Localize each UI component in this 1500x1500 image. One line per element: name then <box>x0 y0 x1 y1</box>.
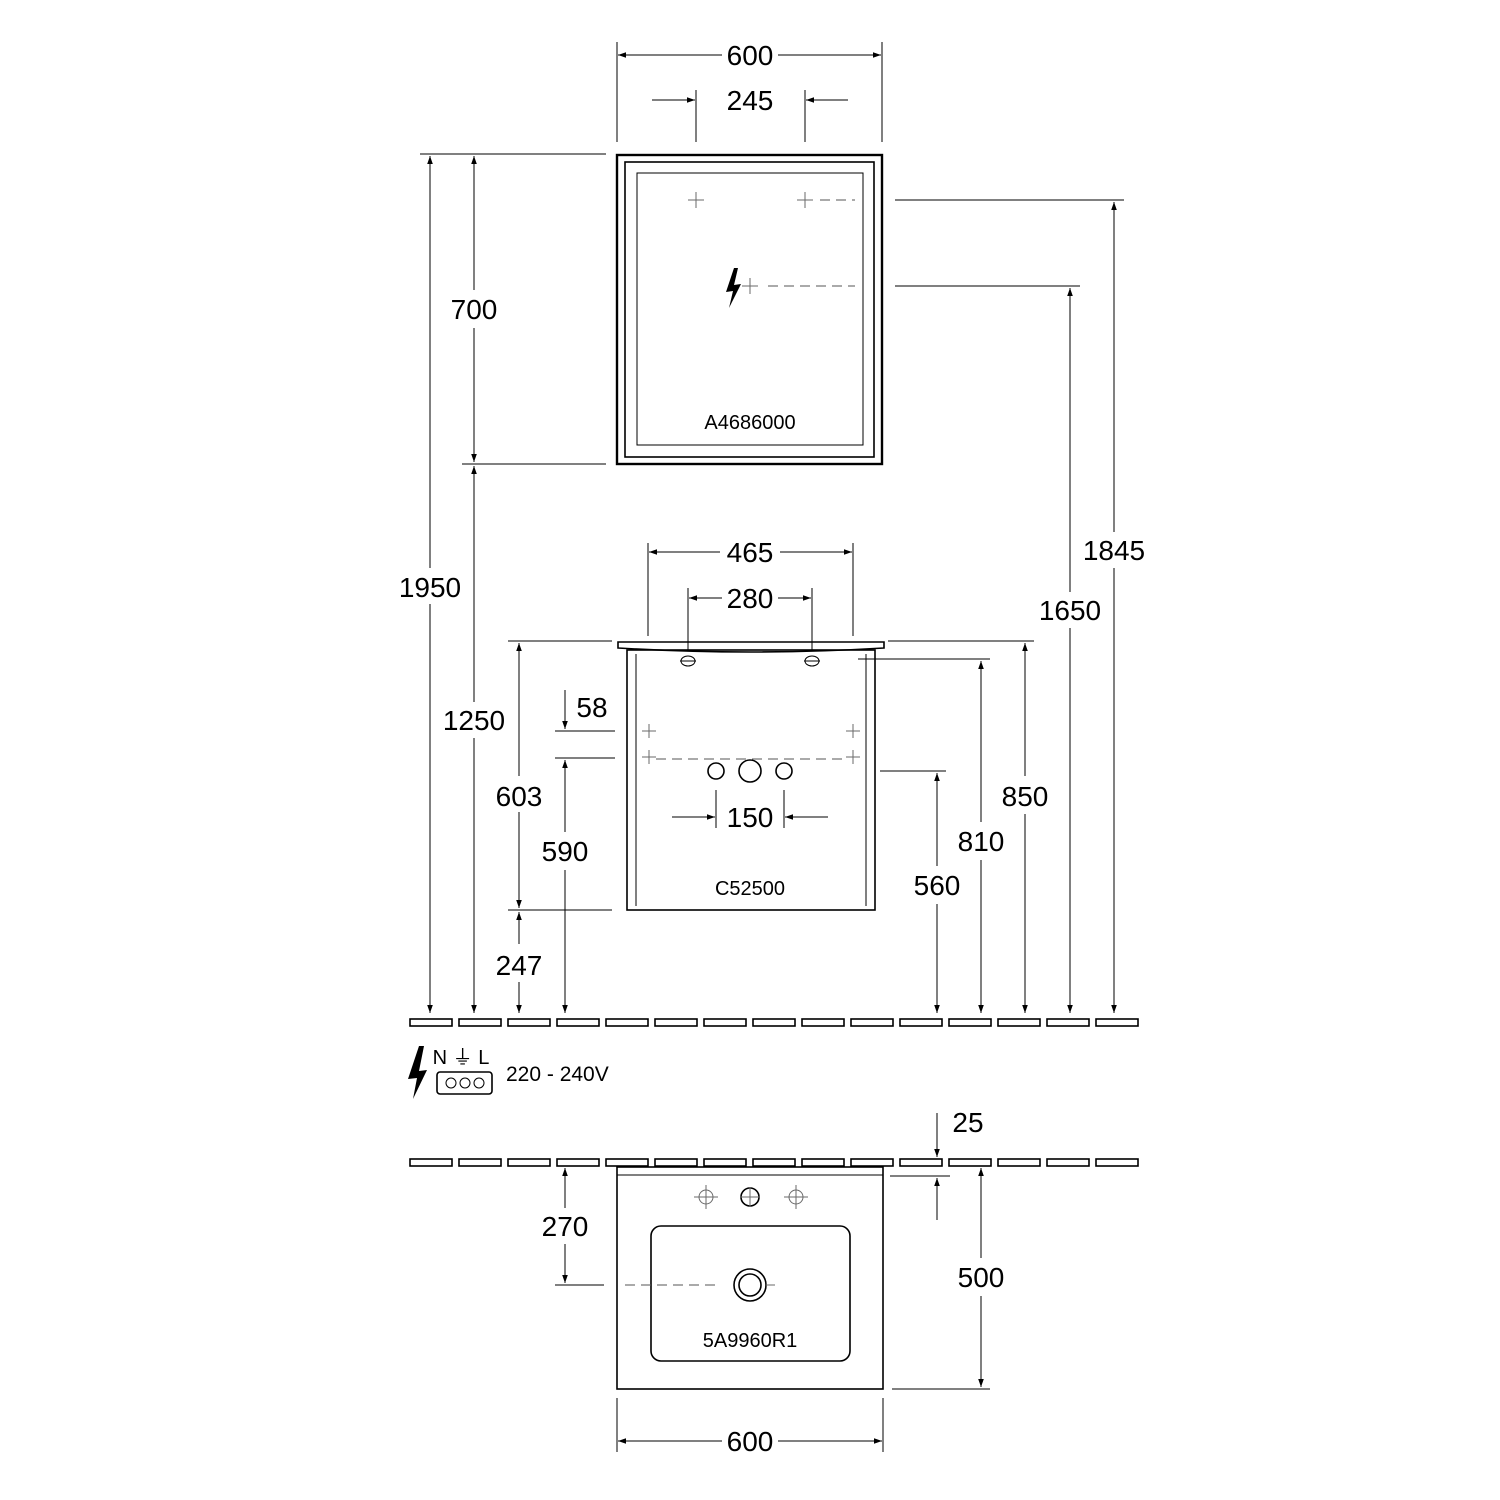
cabinet-width-dim: 465 <box>647 537 854 636</box>
dim-mirror-bottom: 1250 <box>443 705 505 736</box>
dim-basin-width: 600 <box>727 1426 774 1457</box>
terminal-labels: N ⏚ L <box>433 1047 490 1069</box>
mirror-elevation: A4686000 <box>615 153 884 466</box>
mirror-bottom-dim: 1250 <box>443 466 505 1013</box>
dim-mirror-mount-spacing: 245 <box>727 85 774 116</box>
electrical-connection: N ⏚ L 220 - 240V <box>408 1046 609 1099</box>
floor-line <box>409 1018 1139 1027</box>
mirror-frame-mid <box>624 161 875 458</box>
cabinet-fixing-left-icon <box>680 655 696 667</box>
mirror-height-dim: 700 <box>451 156 498 462</box>
terminal-block-icon <box>436 1071 493 1095</box>
basin-bowl <box>650 1225 851 1362</box>
tap-hole-right-icon <box>775 762 793 780</box>
cabinet-mount-spacing-dim: 280 <box>687 583 813 650</box>
dim-plinth-height: 247 <box>496 950 543 981</box>
dim-basin-depth: 500 <box>958 1262 1005 1293</box>
plinth-height-dim: 247 <box>496 912 543 1013</box>
cabinet-fixing-right-icon <box>804 655 820 667</box>
dim-cabinet-height: 603 <box>496 781 543 812</box>
basin-plan: 5A9960R1 <box>616 1166 884 1390</box>
cabinet-elevation: C52500 <box>617 641 885 911</box>
dim-drain-depth: 270 <box>542 1211 589 1242</box>
dim-cabinet-width: 465 <box>727 537 774 568</box>
mount-point-right-icon <box>797 192 813 208</box>
dim-drain-height-left: 590 <box>542 836 589 867</box>
tap-hole-right-plan-icon <box>784 1185 808 1209</box>
wall-gap-dim: 25 <box>890 1107 984 1220</box>
top-offset-dim: 58 <box>562 690 608 729</box>
tap-spacing-dim: 150 <box>672 790 828 833</box>
outlet-point-icon <box>742 278 758 294</box>
cabinet-model-label: C52500 <box>715 878 785 900</box>
tap-hole-center-icon <box>738 759 762 783</box>
voltage-label: 220 - 240V <box>506 1063 609 1086</box>
dim-mirror-mount-upper: 1845 <box>1083 535 1145 566</box>
dim-mirror-height: 700 <box>451 294 498 325</box>
drain-icon <box>733 1268 767 1302</box>
mirror-mount-upper-dim: 1845 <box>1083 202 1145 1013</box>
basin-outline <box>616 1166 884 1390</box>
mirror-outlet-dim: 1650 <box>1039 288 1101 1013</box>
basin-top-height-dim: 850 <box>1002 643 1049 1013</box>
mirror-model-label: A4686000 <box>704 412 795 434</box>
cabinet-body <box>626 649 876 911</box>
dim-mirror-width: 600 <box>727 40 774 71</box>
lightning-bolt-icon <box>726 268 741 308</box>
mirror-frame-outer <box>615 153 884 466</box>
mirror-mount-spacing-dim: 245 <box>652 85 848 142</box>
mirror-width-dim: 600 <box>616 40 883 142</box>
lightning-bolt-icon <box>408 1046 427 1099</box>
dim-mirror-outlet: 1650 <box>1039 595 1101 626</box>
dim-cabinet-mount-spacing: 280 <box>727 583 774 614</box>
cabinet-height-dim: 603 <box>496 643 543 908</box>
tap-hole-left-icon <box>707 762 725 780</box>
drain-height-right-dim: 560 <box>914 773 961 1013</box>
dim-tap-spacing: 150 <box>727 802 774 833</box>
dim-overall-mirror-top: 1950 <box>399 572 461 603</box>
mount-point-left-icon <box>688 192 704 208</box>
wall-line <box>409 1158 1139 1167</box>
cabinet-top-height-dim: 810 <box>958 661 1005 1013</box>
dim-wall-gap: 25 <box>952 1107 983 1138</box>
drain-height-left-dim: 590 <box>542 760 589 1013</box>
basin-width-dim: 600 <box>616 1398 884 1457</box>
mirror-glass <box>636 172 864 446</box>
basin-model-label: 5A9960R1 <box>703 1330 798 1352</box>
dim-cabinet-top-height: 810 <box>958 826 1005 857</box>
basin-depth-dim: 500 <box>892 1168 1005 1390</box>
drain-depth-dim: 270 <box>542 1168 604 1286</box>
dim-basin-top-height: 850 <box>1002 781 1049 812</box>
tap-hole-left-plan-icon <box>694 1185 718 1209</box>
dim-top-offset: 58 <box>576 692 607 723</box>
dim-drain-height-right: 560 <box>914 870 961 901</box>
overall-height-dim: 1950 <box>399 156 461 1013</box>
